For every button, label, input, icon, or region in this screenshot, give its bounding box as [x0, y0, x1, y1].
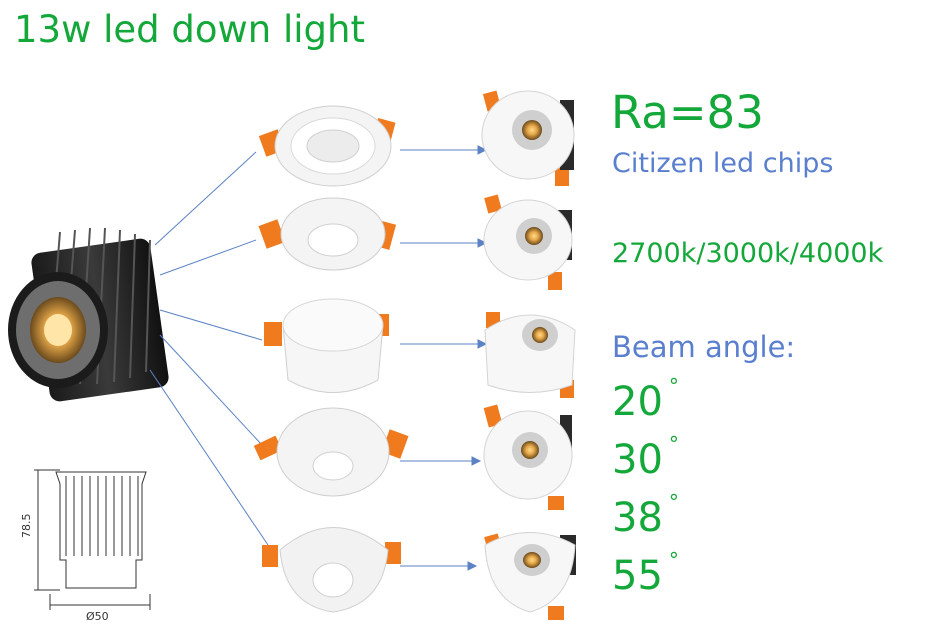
ring-1	[258, 105, 396, 187]
diameter-dimension-label: Ø50	[86, 610, 109, 623]
chips-label: Citizen led chips	[612, 148, 834, 179]
angle-value: 20	[612, 379, 663, 425]
ring-2	[258, 197, 397, 271]
degree-symbol: °	[668, 490, 679, 514]
degree-symbol: °	[668, 432, 679, 456]
ring-5	[262, 527, 401, 613]
led-module-image	[8, 227, 169, 402]
downlight-2	[483, 194, 573, 290]
ring-3	[264, 298, 389, 393]
beam-angle-label: Beam angle:	[612, 330, 796, 364]
degree-symbol: °	[668, 374, 679, 398]
cct-label: 2700k/3000k/4000k	[612, 238, 884, 269]
angle-value: 30	[612, 437, 663, 483]
downlight-1	[481, 90, 575, 186]
ring-4	[253, 407, 409, 497]
height-dimension-label: 78.5	[20, 514, 33, 539]
beam-angle-55: 55°	[612, 548, 679, 599]
angle-value: 38	[612, 495, 663, 541]
downlight-3	[484, 312, 576, 398]
angle-value: 55	[612, 553, 663, 599]
dimension-drawing	[34, 469, 151, 610]
ra-value: Ra=83	[611, 86, 764, 139]
downlight-4	[483, 404, 573, 510]
beam-angle-38: 38°	[612, 490, 679, 541]
beam-angle-30: 30°	[612, 432, 679, 483]
downlight-5	[484, 532, 576, 620]
degree-symbol: °	[668, 548, 679, 572]
arrows	[400, 145, 488, 571]
beam-angle-20: 20°	[612, 374, 679, 425]
connector-lines	[149, 151, 269, 546]
page-title: 13w led down light	[14, 8, 365, 51]
